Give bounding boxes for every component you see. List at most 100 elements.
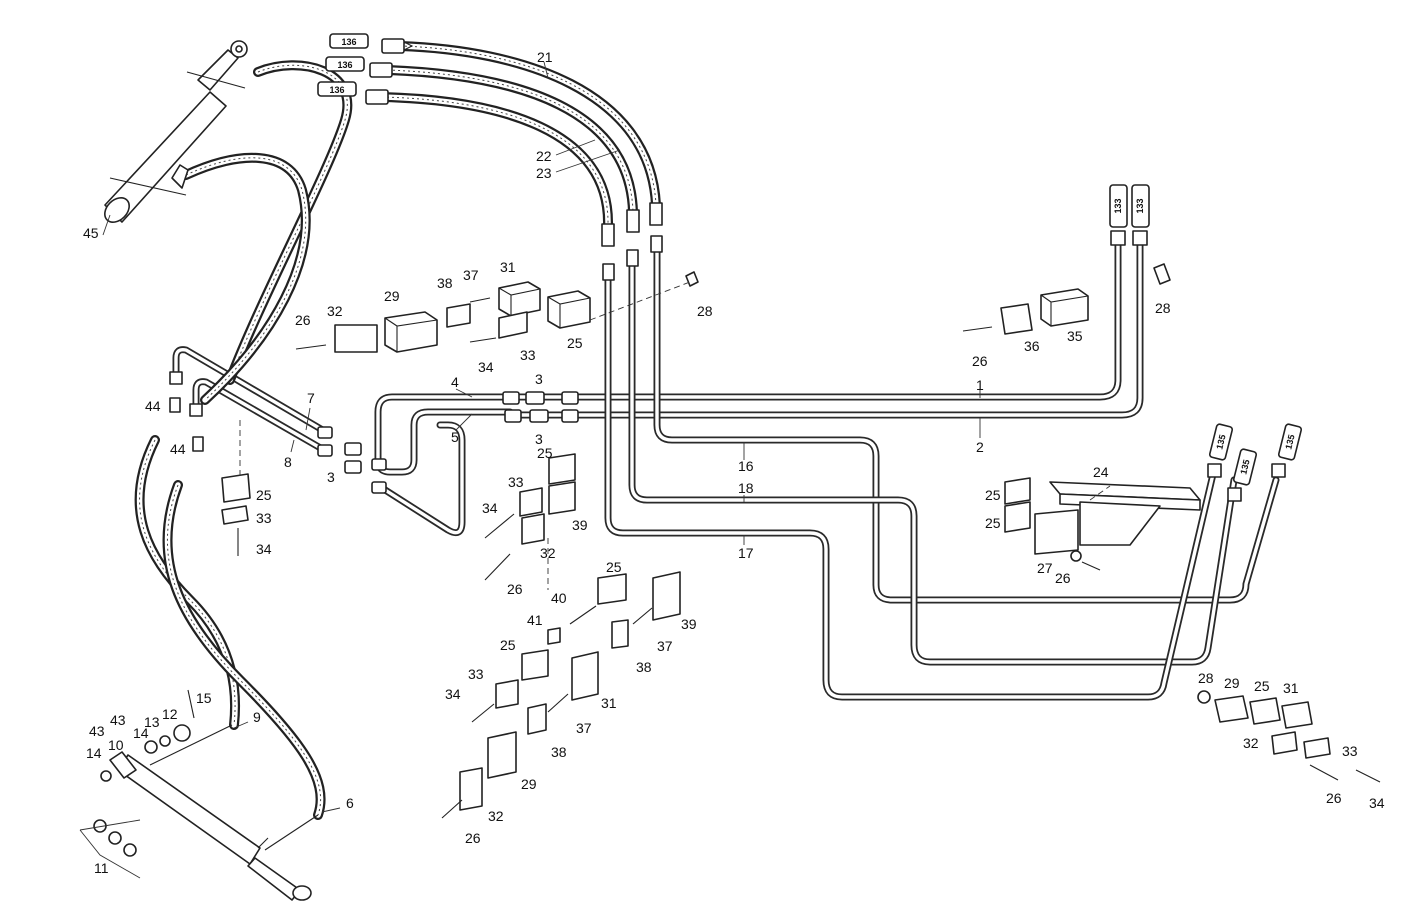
leader-lines [79,61,981,879]
pipe-5 [378,421,466,537]
label-31-lower: 31 [601,695,617,711]
fitting-135-a: 135 [1207,423,1234,478]
label-25-lower: 25 [606,559,622,575]
hose-22 [383,65,638,217]
label-25-mid: 25 [537,445,553,461]
tag-133-left: 133 [1113,198,1123,213]
label-3-upper: 3 [535,371,543,387]
label-34-top: 34 [478,359,494,375]
label-33-top: 33 [520,347,536,363]
label-25-right-a: 25 [985,487,1001,503]
label-2: 2 [976,439,984,455]
hose-6-end-line [264,814,319,851]
clamp-set-far-right [1197,690,1381,783]
label-14-left: 14 [86,745,102,761]
label-39-mid: 39 [572,517,588,533]
label-14-right: 14 [133,725,149,741]
fitting-136-top: 136 [329,33,414,54]
label-28-top: 28 [697,303,713,319]
label-43-left: 43 [89,723,105,739]
clamp-set-right-top [962,263,1171,335]
label-38-lower: 38 [636,659,652,675]
tag-136-mid: 136 [337,60,352,70]
label-32-far: 32 [1243,735,1259,751]
label-32-top: 32 [327,303,343,319]
clamp-set-lower [441,571,681,819]
tag-135-b: 135 [1238,458,1251,475]
label-32-bottom: 32 [488,808,504,824]
fitting-133-left: 133 [1109,184,1128,246]
label-38-bottom: 38 [551,744,567,760]
label-26-far: 26 [1326,790,1342,806]
hose-upper-cyl [225,60,353,385]
label-25-left: 25 [256,487,272,503]
tag-136-low: 136 [329,85,344,95]
label-34-mid: 34 [482,500,498,516]
label-33-lower: 33 [468,666,484,682]
label-33-mid: 33 [508,474,524,490]
hose-end-fittings [601,202,663,281]
label-18: 18 [738,480,754,496]
label-27: 27 [1037,560,1053,576]
callout-labels: 21 22 23 45 31 37 38 29 32 26 28 25 33 3… [83,49,1385,876]
tag-136-top: 136 [341,37,356,47]
label-37-bottom: 37 [576,720,592,736]
label-26-right: 26 [972,353,988,369]
label-7: 7 [307,390,315,406]
label-4: 4 [451,374,459,390]
label-34-left: 34 [256,541,272,557]
tag-133-right: 133 [1135,198,1145,213]
label-3-mid: 3 [535,431,543,447]
label-6: 6 [346,795,354,811]
cylinder-lower [109,751,312,901]
label-3-left: 3 [327,469,335,485]
pipe-8 [192,378,328,454]
label-28-right: 28 [1155,300,1171,316]
label-32-mid: 32 [540,545,556,561]
label-31-far: 31 [1283,680,1299,696]
label-44-lower: 44 [170,441,186,457]
label-43-right: 43 [110,712,126,728]
hose-23 [377,92,614,230]
label-1: 1 [976,377,984,393]
pipe-2 [506,241,1144,419]
hose-21 [395,41,661,210]
label-41: 41 [527,612,543,628]
label-21: 21 [537,49,553,65]
label-33-far: 33 [1342,743,1358,759]
support-24 [1004,477,1201,571]
label-9: 9 [253,709,261,725]
label-45: 45 [83,225,99,241]
label-35: 35 [1067,328,1083,344]
fitting-136-mid: 136 [325,56,393,78]
label-26-mid: 26 [507,581,523,597]
label-26-support: 26 [1055,570,1071,586]
label-23: 23 [536,165,552,181]
fitting-136-low: 136 [317,81,389,105]
label-39-lower: 39 [681,616,697,632]
label-29-far: 29 [1224,675,1240,691]
hose-6 [162,480,326,820]
label-8: 8 [284,454,292,470]
label-31-top: 31 [500,259,516,275]
pipe-17 [604,271,1218,701]
label-36: 36 [1024,338,1040,354]
label-10: 10 [108,737,124,753]
label-17: 17 [738,545,754,561]
label-26-bottom: 26 [465,830,481,846]
label-29-bottom: 29 [521,776,537,792]
pipe-18 [628,256,1238,666]
label-13: 13 [144,714,160,730]
pipe-16 [653,246,1280,604]
label-38-top: 38 [437,275,453,291]
cylinder-upper [104,40,248,223]
tag-135-c: 135 [1283,433,1296,450]
label-22: 22 [536,148,552,164]
fitting-133-right: 133 [1131,184,1150,246]
label-25-lower-b: 25 [500,637,516,653]
label-44-upper: 44 [145,398,161,414]
label-25-far: 25 [1254,678,1270,694]
pipe-7 [172,346,330,436]
label-25-top: 25 [567,335,583,351]
